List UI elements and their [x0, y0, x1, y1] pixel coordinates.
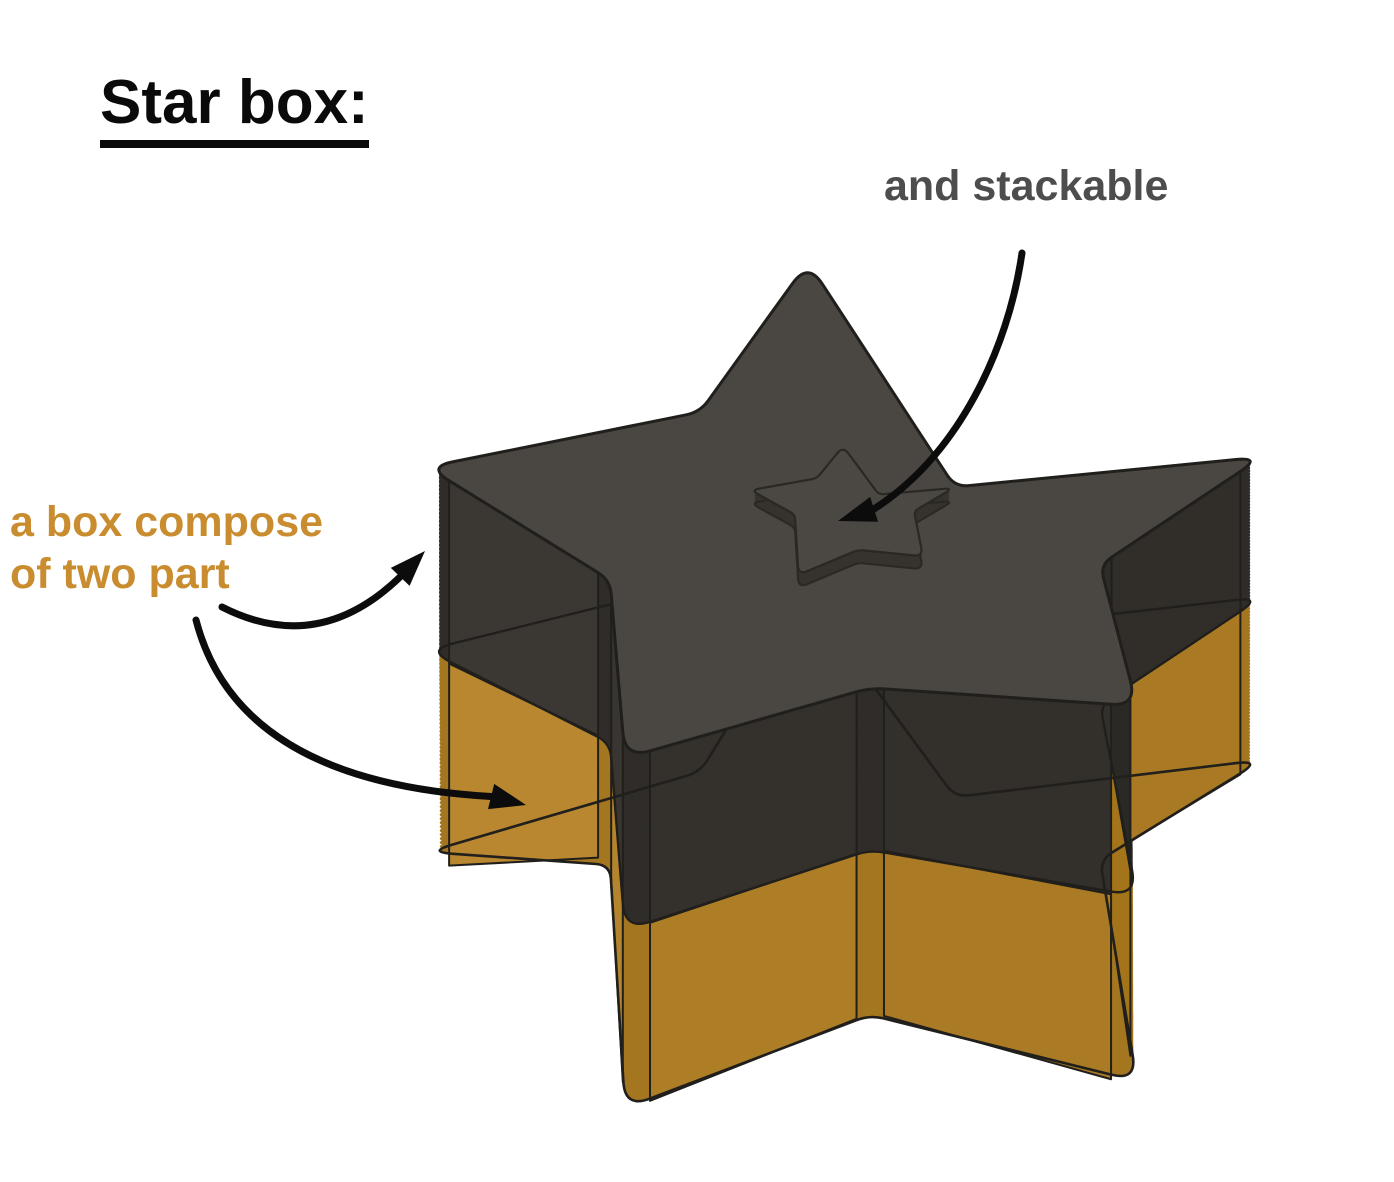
- annotation-two-part-line2: of two part: [10, 550, 230, 598]
- annotation-two-part: a box compose of two part: [10, 496, 323, 600]
- arrow-to-base: [192, 616, 526, 810]
- arrow-to-lid: [218, 551, 425, 630]
- annotation-two-part-line1: a box compose: [10, 498, 324, 546]
- annotation-stackable: and stackable: [884, 162, 1169, 210]
- page-title-text: Star box:: [100, 70, 369, 149]
- arrow-stackable: [838, 249, 1026, 522]
- page-title: Star box:: [100, 70, 369, 149]
